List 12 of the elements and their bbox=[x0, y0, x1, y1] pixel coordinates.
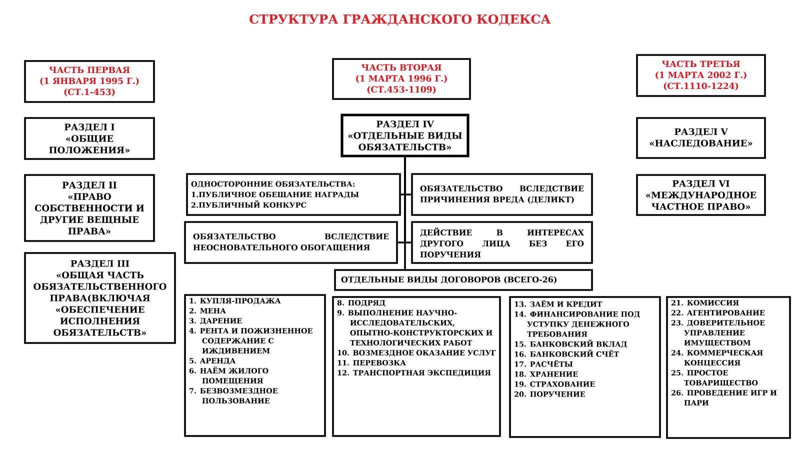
diagram-title: СТРУКТУРА ГРАЖДАНСКОГО КОДЕКСА bbox=[250, 14, 551, 26]
part-box: ЧАСТЬ ТРЕТЬЯ (1 МАРТА 2002 Г.) (СТ.1110-1224) bbox=[636, 54, 766, 97]
contracts-header-box: ОТДЕЛЬНЫЕ ВИДЫ ДОГОВОРОВ (ВСЕГО-26) bbox=[334, 269, 593, 291]
section-box: РАЗДЕЛ IV «ОТДЕЛЬНЫЕ ВИДЫ ОБЯЗАТЕЛЬСТВ» bbox=[340, 114, 470, 158]
section-box: РАЗДЕЛ II «ПРАВО СОБСТВЕННОСТИ И ДРУГИЕ ВЕЩНЫЕ ПРАВА» bbox=[24, 174, 155, 242]
connector-line bbox=[404, 157, 406, 270]
section-box: РАЗДЕЛ I «ОБЩИЕ ПОЛОЖЕНИЯ» bbox=[24, 117, 155, 160]
part-box: ЧАСТЬ ПЕРВАЯ (1 ЯНВАРЯ 1995 Г.) (СТ.1-453) bbox=[24, 60, 155, 103]
section-box: РАЗДЕЛ V «НАСЛЕДОВАНИЕ» bbox=[636, 117, 766, 159]
section-box: РАЗДЕЛ III «ОБЩАЯ ЧАСТЬ ОБЯЗАТЕЛЬСТВЕННОГО ПРАВА(ВКЛЮЧАЯ «ОБЕСПЕЧЕНИЕ ИСПОЛНЕНИЯ ОБЯЗАТЕЛЬСТВ» bbox=[24, 252, 176, 344]
section-box: РАЗДЕЛ VI «МЕЖДУНАРОДНОЕ ЧАСТНОЕ ПРАВО» bbox=[636, 174, 766, 216]
part-box: ЧАСТЬ ВТОРАЯ (1 МАРТА 1996 Г.) (СТ.453-1109) bbox=[332, 58, 471, 100]
